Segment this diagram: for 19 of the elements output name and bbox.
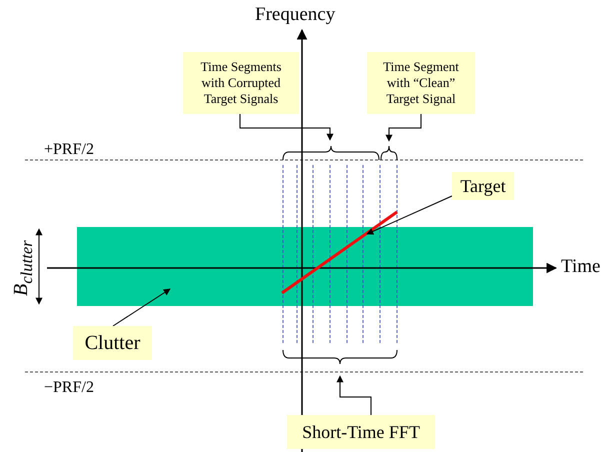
axis-label: Frequency: [255, 4, 336, 26]
leader-arrow: [366, 196, 452, 235]
clutter-band: [77, 227, 533, 306]
callout-box: Time Segment with “Clean” Target Signal: [367, 52, 475, 114]
callout-box: Target: [452, 172, 514, 200]
leader-arrow: [336, 375, 372, 416]
callout-box: Time Segments with Corrupted Target Signals: [183, 52, 299, 114]
curly-brace: [282, 350, 398, 364]
curly-brace: [282, 146, 380, 160]
target-line: [281, 210, 398, 294]
callout-box: Clutter: [73, 326, 152, 360]
limit-label: +PRF/2: [44, 141, 94, 159]
leader-arrow: [240, 114, 334, 141]
axis-label: Time: [561, 256, 600, 278]
leader-arrow: [386, 114, 422, 142]
leader-arrow: [112, 288, 171, 326]
limit-label: −PRF/2: [44, 379, 94, 397]
callout-box: Short-Time FFT: [287, 415, 435, 449]
curly-brace: [380, 146, 398, 160]
